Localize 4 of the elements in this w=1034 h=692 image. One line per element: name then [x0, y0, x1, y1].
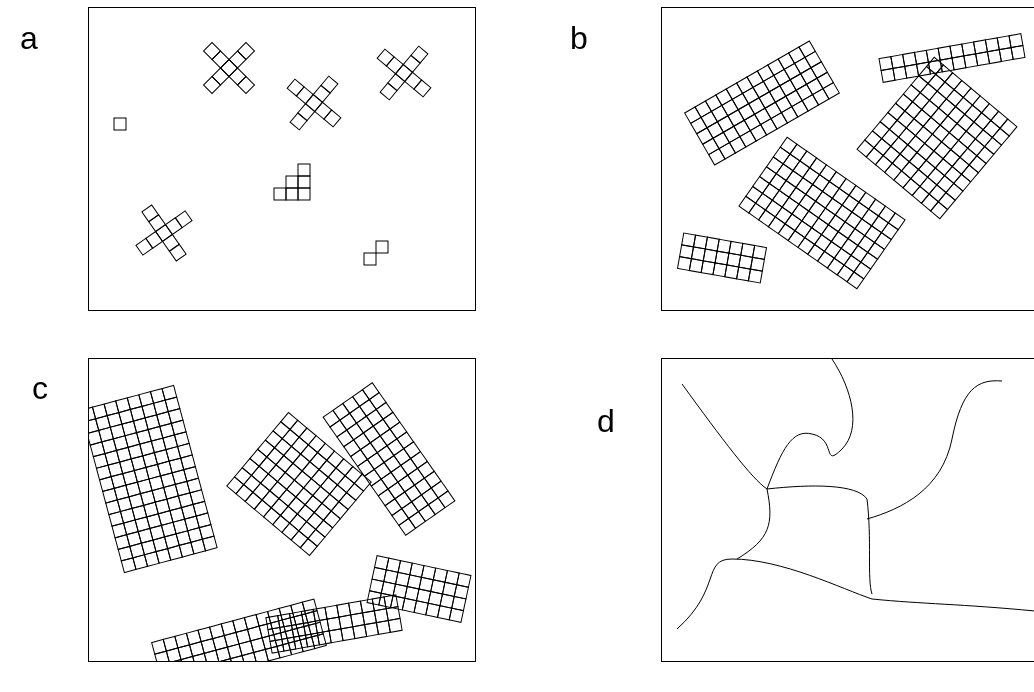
panel-label: a: [20, 22, 38, 54]
panel-label: d: [597, 405, 615, 437]
panel-label: c: [32, 372, 48, 404]
panel-label: b: [570, 22, 588, 54]
